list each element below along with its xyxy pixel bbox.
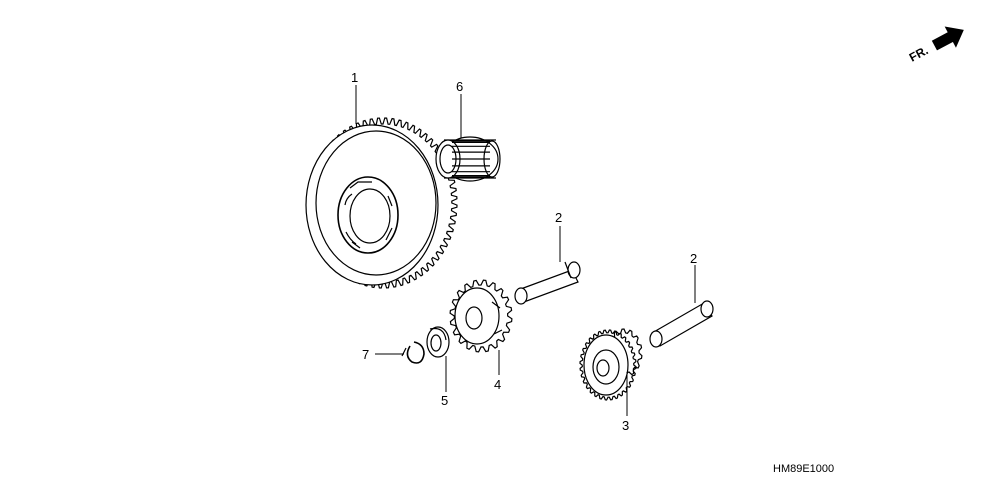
arrow-icon bbox=[931, 26, 964, 51]
large-gear[interactable] bbox=[305, 117, 458, 289]
washer[interactable] bbox=[426, 326, 450, 358]
diagram-code: HM89E1000 bbox=[773, 463, 834, 475]
double-gear-large-teeth bbox=[579, 329, 637, 401]
callout-5: 5 bbox=[441, 393, 448, 408]
small-gear[interactable] bbox=[449, 279, 513, 353]
callout-2-right: 2 bbox=[690, 251, 697, 266]
callout-7: 7 bbox=[362, 347, 369, 362]
front-direction-indicator: FR. bbox=[907, 26, 964, 65]
front-label: FR. bbox=[907, 43, 931, 64]
small-gear-teeth bbox=[449, 279, 513, 353]
snap-ring[interactable] bbox=[401, 341, 425, 364]
callout-2-upper: 2 bbox=[555, 210, 562, 225]
needle-bearing[interactable] bbox=[435, 136, 501, 182]
callout-1: 1 bbox=[351, 70, 358, 85]
shaft-upper[interactable] bbox=[514, 261, 581, 305]
callout-3: 3 bbox=[622, 418, 629, 433]
bearing-needles bbox=[452, 140, 490, 178]
callout-6: 6 bbox=[456, 79, 463, 94]
shaft-right[interactable] bbox=[649, 300, 714, 348]
double-gear[interactable] bbox=[579, 328, 643, 401]
callout-4: 4 bbox=[494, 377, 501, 392]
leader-lines bbox=[355, 85, 696, 416]
